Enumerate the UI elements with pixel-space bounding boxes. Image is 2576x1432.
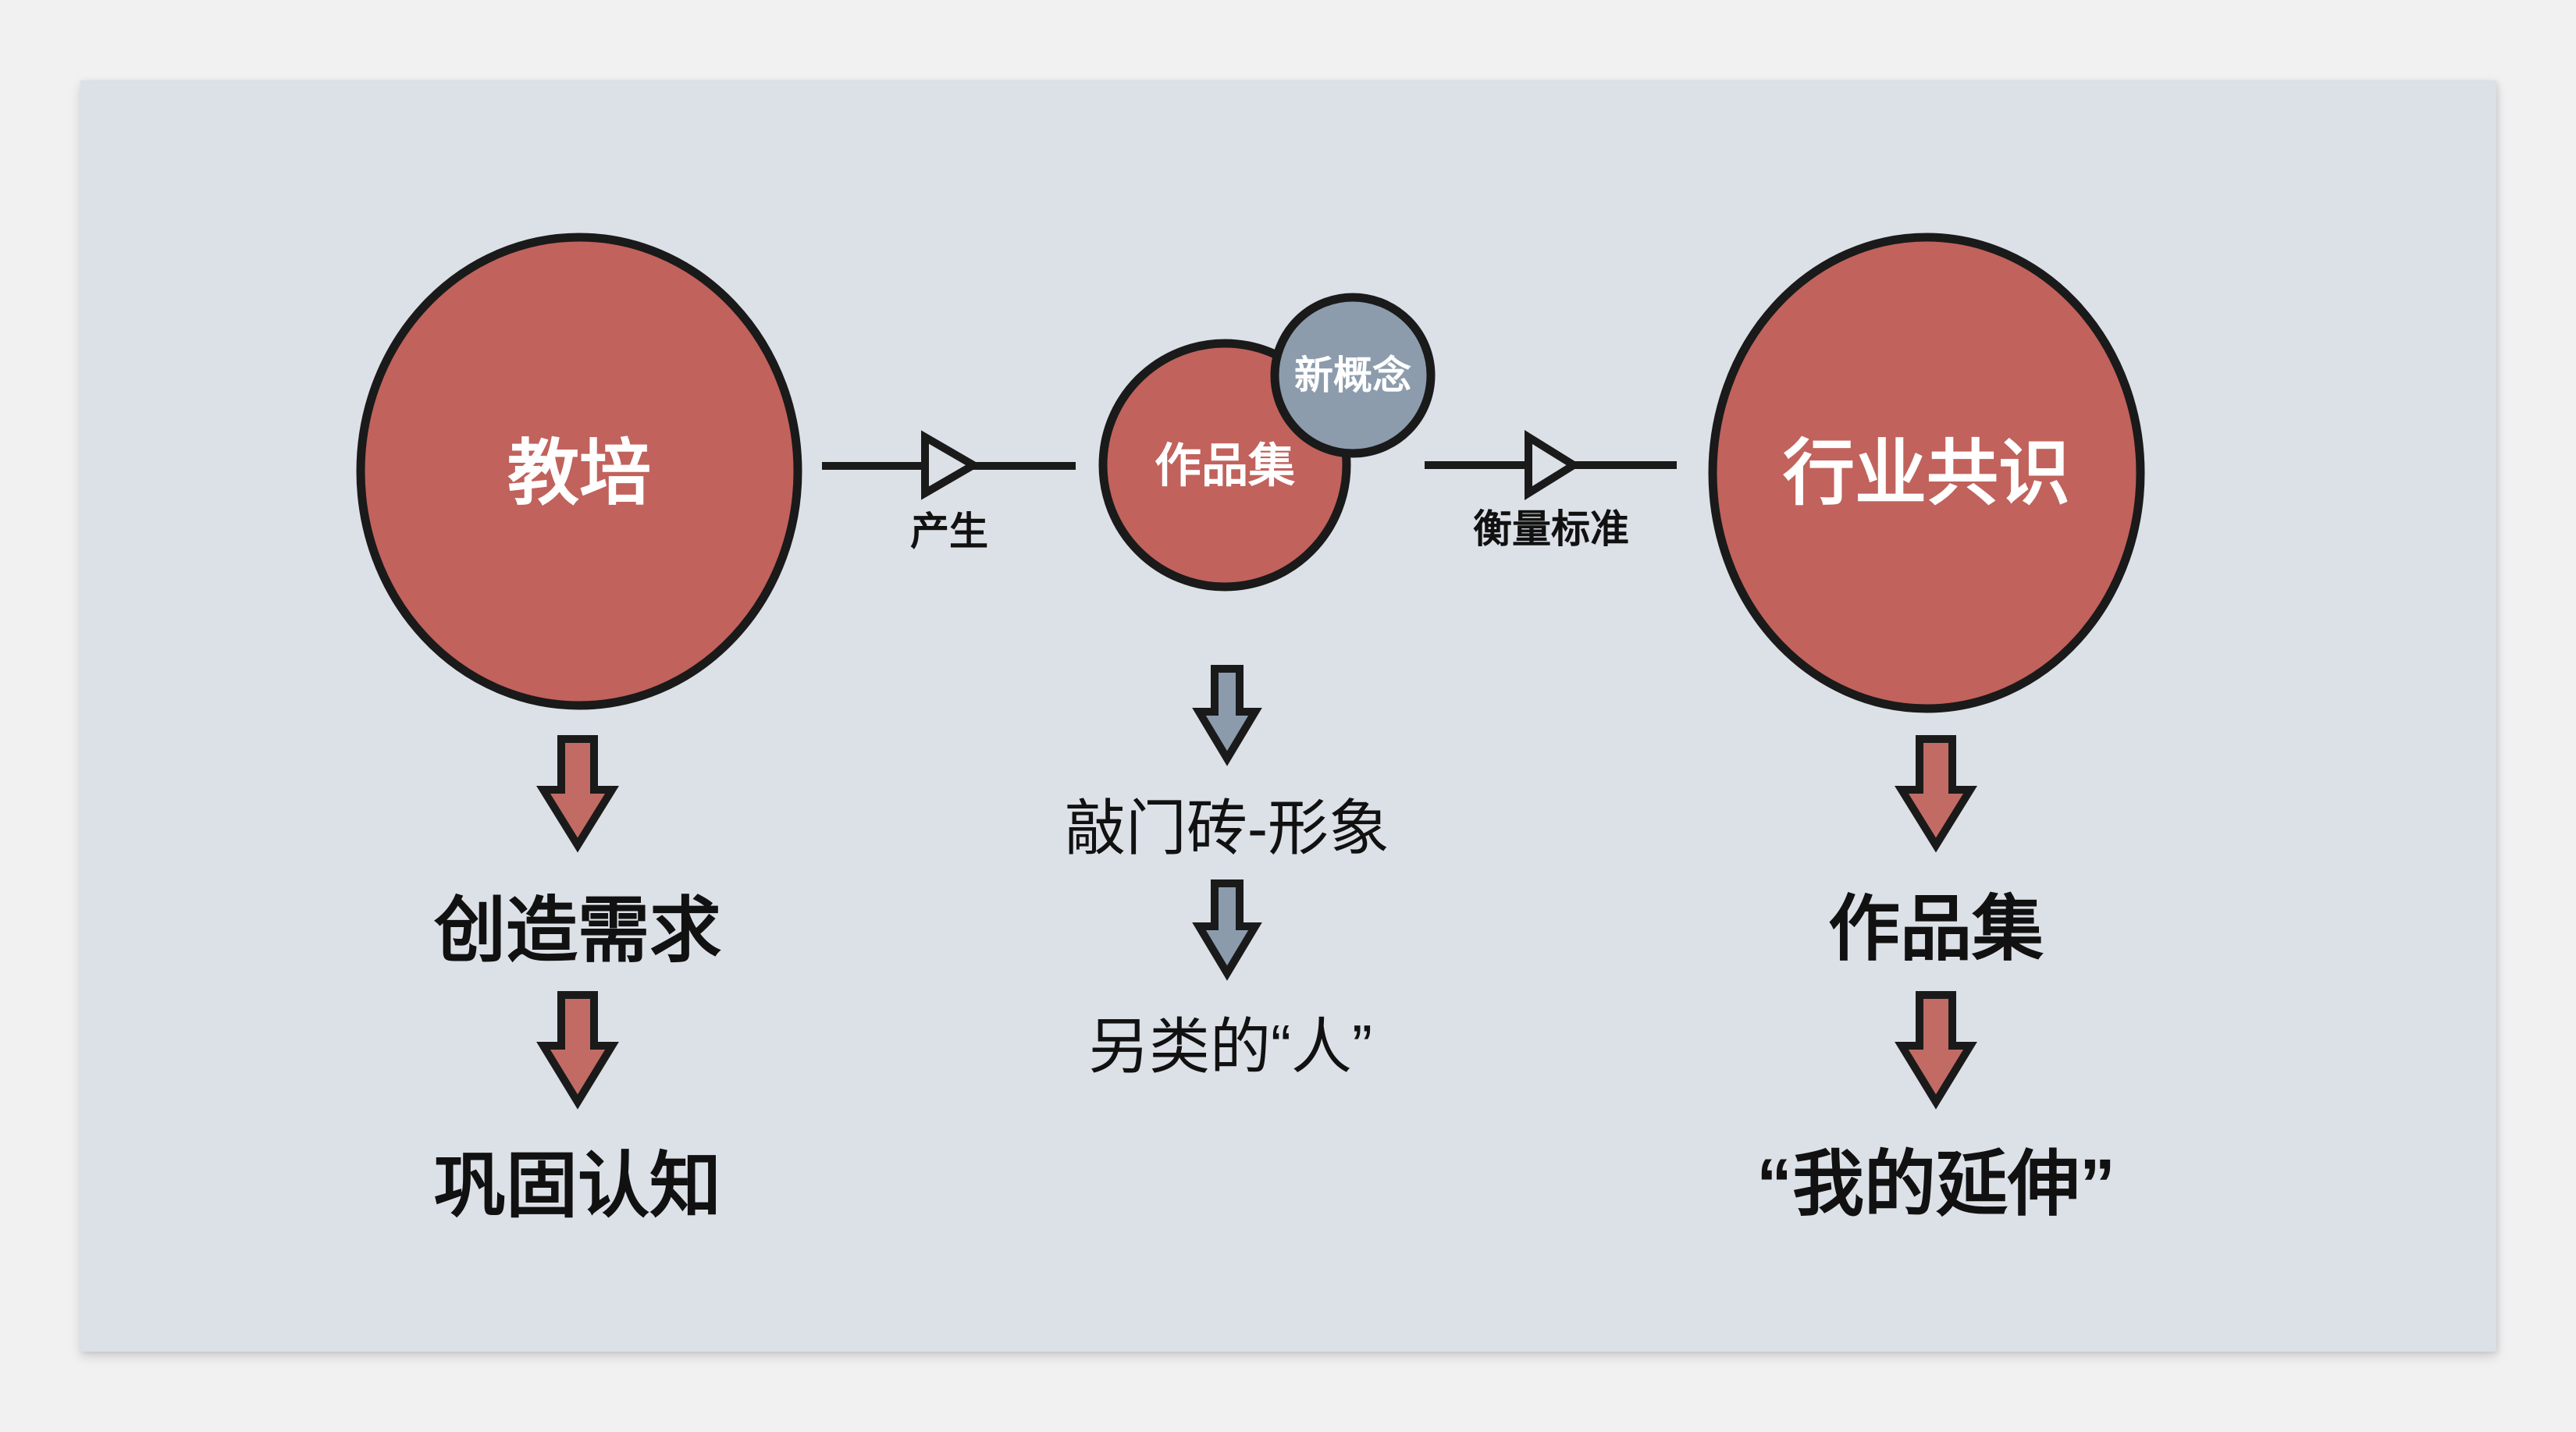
middle-down-arrow-2 — [1192, 879, 1262, 981]
consensus-circle — [1708, 233, 2145, 713]
left-step1-text: 创造需求 — [433, 891, 721, 971]
middle-down-arrow-1 — [1192, 665, 1262, 766]
training-label: 教培 — [507, 434, 651, 513]
consensus-label: 行业共识 — [1783, 434, 2070, 513]
new-concept-circle — [1270, 293, 1436, 458]
right-down-arrow-2 — [1895, 991, 1977, 1110]
middle-step2-text: 另类的“人” — [1088, 1012, 1372, 1081]
portfolio-label: 作品集 — [1155, 440, 1295, 492]
new-concept-label: 新概念 — [1294, 354, 1411, 397]
training-circle — [356, 233, 802, 710]
standard-arrowhead-icon — [1525, 430, 1582, 500]
right-down-arrow-1 — [1895, 735, 1977, 853]
right-step2-text: “我的延伸” — [1756, 1145, 2115, 1224]
standard-label: 衡量标准 — [1473, 507, 1629, 551]
middle-step1-text: 敲门砖-形象 — [1065, 794, 1389, 862]
produce-arrowhead-icon — [921, 430, 981, 500]
right-step1-text: 作品集 — [1828, 890, 2044, 969]
left-down-arrow-1 — [536, 735, 619, 853]
produce-label: 产生 — [910, 510, 988, 553]
left-down-arrow-2 — [536, 991, 619, 1110]
left-step2-text: 巩固认知 — [434, 1146, 721, 1226]
